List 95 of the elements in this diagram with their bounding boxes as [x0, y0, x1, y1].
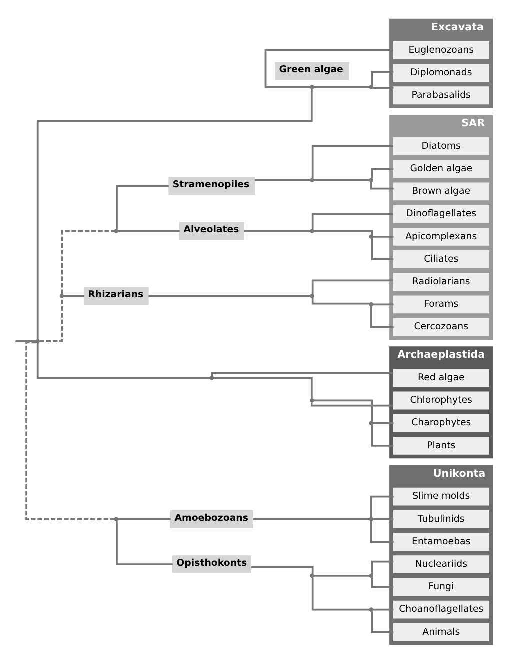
node-point [369, 234, 374, 240]
node-box: Plants [393, 437, 490, 455]
connector [16, 340, 36, 342]
connector [310, 402, 394, 407]
connector [314, 574, 370, 577]
node-box: Fungi [393, 578, 490, 596]
connector [253, 518, 370, 520]
connector [255, 179, 310, 182]
connector [312, 298, 370, 305]
connector [314, 179, 370, 182]
node-box: Golden algae [393, 160, 490, 178]
node-point [310, 294, 314, 298]
connector [373, 304, 394, 306]
connector [370, 521, 394, 543]
connector [116, 521, 173, 566]
node-box: Diplomonads [393, 64, 490, 82]
connector [26, 342, 115, 520]
connector [244, 230, 311, 232]
node-point [369, 574, 374, 578]
node-point [210, 376, 214, 380]
node-point [369, 421, 374, 426]
connector [64, 295, 84, 298]
connector [312, 213, 394, 230]
connector [373, 518, 394, 520]
connector [40, 298, 64, 342]
node-point [369, 517, 374, 522]
node-box: Apicomplexans [393, 228, 490, 246]
node-box: Stramenopiles [168, 177, 256, 195]
connector [371, 71, 394, 86]
node-point [36, 339, 40, 344]
connector [118, 230, 180, 232]
node-box: Parabasalids [393, 86, 490, 105]
node-point [310, 574, 314, 578]
node-box: Animals [393, 623, 490, 642]
node-point [369, 178, 374, 183]
connector [214, 377, 313, 399]
node-box: Alveolates [180, 222, 244, 240]
connector [373, 608, 394, 611]
connector [373, 87, 394, 89]
node-box: Cercozoans [393, 318, 490, 336]
connector [371, 578, 394, 588]
node-point [310, 398, 314, 403]
node-point [369, 85, 374, 90]
node-point [310, 229, 314, 234]
connector [373, 422, 394, 424]
connector [36, 343, 210, 380]
node-box: Diatoms [393, 138, 490, 156]
node-box: Dinoflagellates [393, 205, 490, 224]
connector [312, 146, 394, 179]
node-box: Amoebozoans [170, 510, 254, 528]
connector [312, 578, 370, 611]
connector [264, 49, 394, 88]
node-box: Red algae [393, 369, 490, 388]
connector [118, 518, 171, 520]
connector [61, 230, 115, 294]
connector [373, 236, 394, 238]
node-box: Rhizarians [84, 287, 149, 306]
connector [314, 400, 374, 422]
node-box: Choanoflagellates [393, 600, 490, 619]
node-box: Tubulinids [393, 510, 490, 528]
node-point [60, 294, 64, 298]
connector [116, 185, 169, 230]
connector [371, 168, 394, 179]
connector [314, 86, 370, 88]
connector [371, 425, 394, 447]
node-box: Opisthokonts [172, 556, 252, 574]
connector [370, 496, 394, 518]
node-point [114, 229, 119, 234]
node-box: Euglenozoans [393, 41, 490, 60]
connector [312, 280, 394, 295]
node-point [310, 178, 314, 183]
connector [370, 182, 394, 190]
node-point [114, 517, 119, 522]
connector [211, 372, 394, 376]
connector [371, 238, 394, 260]
node-box: Entamoebas [393, 533, 490, 551]
node-box: Nucleariids [393, 556, 490, 574]
node-box: Chlorophytes [393, 392, 490, 410]
node-point [369, 302, 374, 307]
node-box: Brown algae [393, 182, 490, 201]
node-box: Forams [393, 296, 490, 314]
connector [251, 566, 314, 574]
node-box: Radiolarians [393, 273, 490, 292]
node-box: Ciliates [393, 250, 490, 268]
node-box: Green algae [275, 62, 350, 80]
node-box: Charophytes [393, 414, 490, 432]
connector [371, 612, 394, 634]
connector [36, 88, 313, 340]
node-point [310, 85, 314, 90]
connector [314, 230, 374, 236]
node-point [369, 608, 374, 612]
connector [370, 306, 394, 328]
node-box: Slime molds [393, 488, 490, 506]
connector [371, 560, 394, 574]
connector [148, 295, 310, 298]
